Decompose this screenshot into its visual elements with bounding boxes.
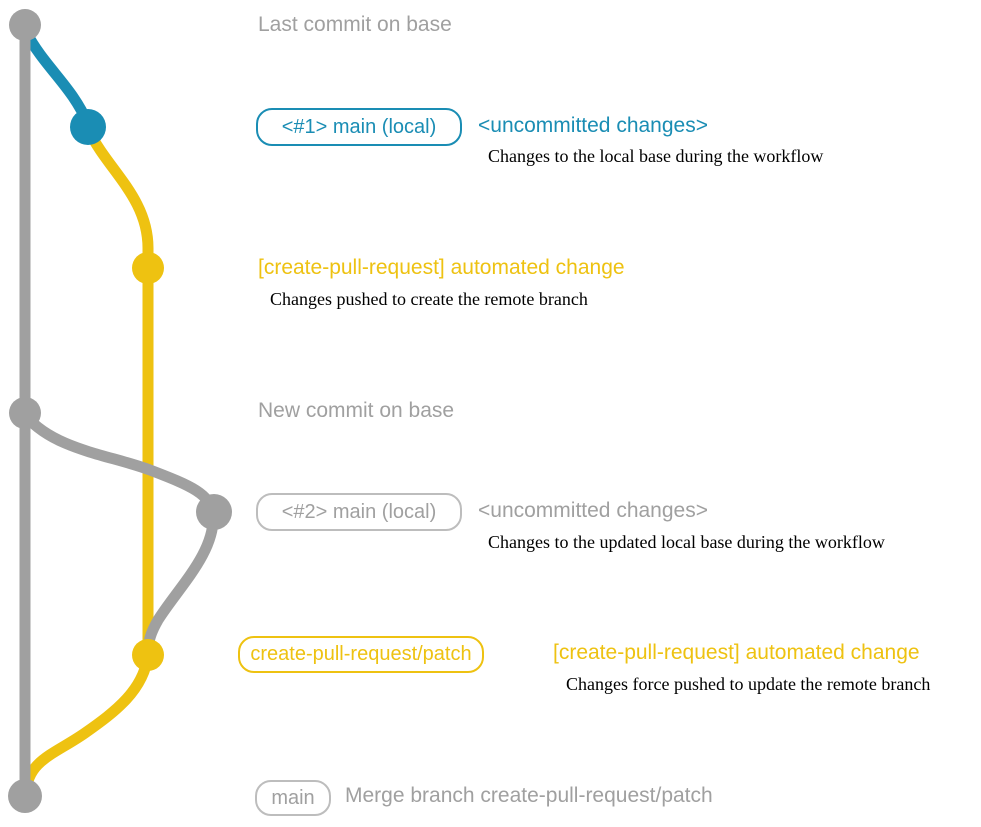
commit-node-automated-change-1 bbox=[132, 252, 164, 284]
commit-label-new-commit: New commit on base bbox=[258, 399, 455, 422]
branch-line-local-main-1 bbox=[21, 29, 94, 127]
commit-desc-automated-change-2: Changes force pushed to update the remot… bbox=[566, 674, 931, 694]
commit-node-local-main-2 bbox=[196, 494, 232, 530]
branch-badge-main-local-2: <#2> main (local) bbox=[256, 493, 462, 531]
branch-line-create-pull-request bbox=[20, 128, 154, 793]
branch-line-local-main-2 bbox=[21, 412, 219, 656]
commit-node-new-commit bbox=[9, 397, 41, 429]
branch-badge-main-local-1: <#1> main (local) bbox=[256, 108, 462, 146]
branch-badge-create-pull-request-patch: create-pull-request/patch bbox=[238, 636, 484, 673]
commit-node-merge bbox=[8, 779, 42, 813]
commit-label-merge: Merge branch create-pull-request/patch bbox=[345, 784, 713, 807]
commit-label-last-commit: Last commit on base bbox=[258, 13, 452, 36]
commit-desc-uncommitted-changes-2: Changes to the updated local base during… bbox=[488, 532, 885, 552]
commit-heading-uncommitted-changes-2: <uncommitted changes> bbox=[478, 499, 708, 522]
commit-heading-automated-change-1: [create-pull-request] automated change bbox=[258, 256, 625, 279]
commit-node-automated-change-2 bbox=[132, 639, 164, 671]
commit-desc-automated-change-1: Changes pushed to create the remote bran… bbox=[270, 289, 588, 309]
commit-desc-uncommitted-changes-1: Changes to the local base during the wor… bbox=[488, 146, 824, 166]
branch-badge-main: main bbox=[255, 780, 331, 816]
commit-heading-uncommitted-changes-1: <uncommitted changes> bbox=[478, 114, 708, 137]
commit-heading-automated-change-2: [create-pull-request] automated change bbox=[553, 641, 920, 664]
commit-node-local-main-1 bbox=[70, 109, 106, 145]
commit-node-last-commit bbox=[9, 9, 41, 41]
